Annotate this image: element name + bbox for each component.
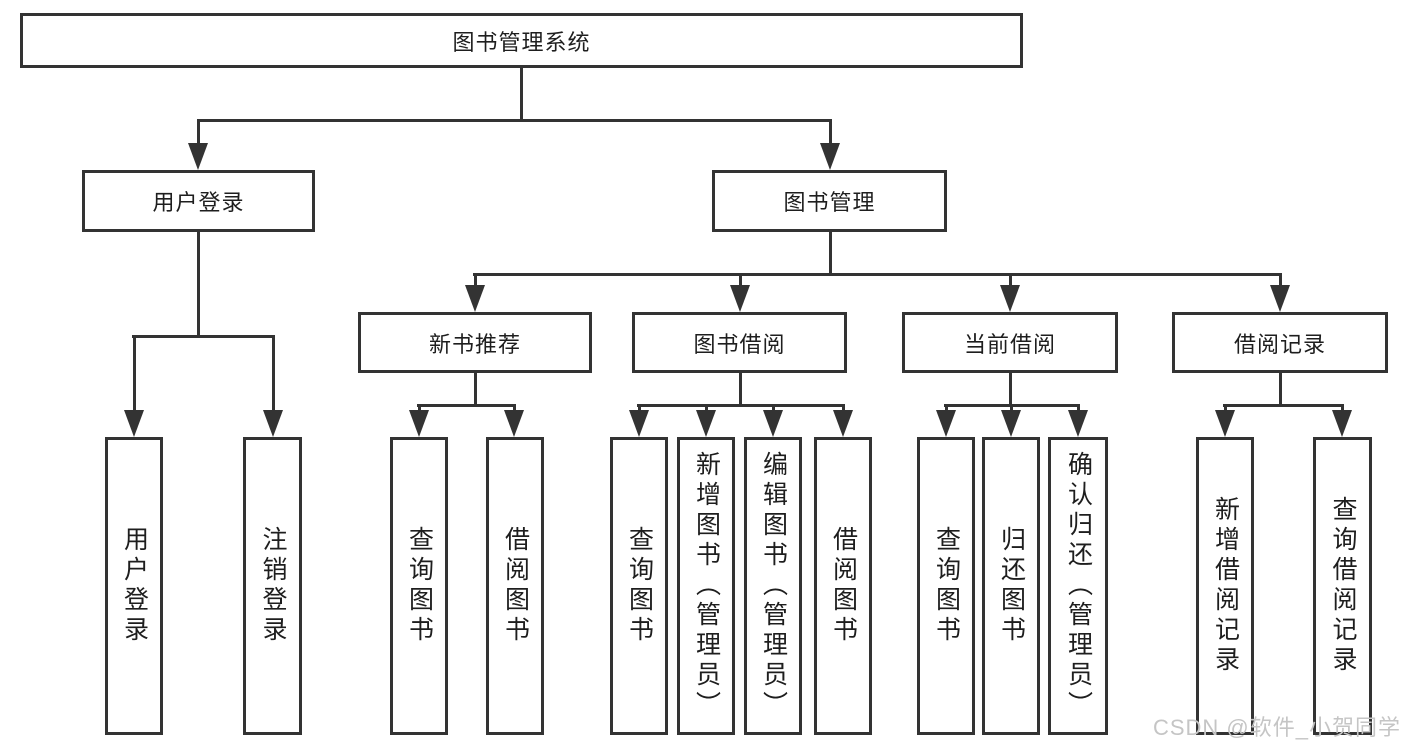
leaf-label: 查询借阅记录 xyxy=(1329,496,1357,676)
node-book-borrowing: 图书借阅 xyxy=(632,312,847,373)
connector-hline xyxy=(132,335,275,338)
leaf-label: 用户登录 xyxy=(120,526,149,646)
arrow-down-icon xyxy=(124,410,144,437)
arrow-down-icon xyxy=(1068,410,1088,437)
connector-hline xyxy=(417,404,516,407)
leaf-label: 注销登录 xyxy=(259,526,287,646)
arrow-down-icon xyxy=(696,410,716,437)
leaf-borrow-add-books-admin: 新增图书（管理员） xyxy=(677,437,735,735)
leaf-label: 查询图书 xyxy=(932,526,961,646)
connector-vline xyxy=(197,119,200,148)
leaf-label: 归还图书 xyxy=(997,526,1026,646)
leaf-newbook-borrow-books: 借阅图书 xyxy=(486,437,544,735)
connector-hline xyxy=(473,273,1282,276)
leaf-borrow-edit-books-admin: 编辑图书（管理员） xyxy=(744,437,802,735)
node-current-borrowing: 当前借阅 xyxy=(902,312,1118,373)
leaf-logout: 注销登录 xyxy=(243,437,302,735)
arrow-down-icon xyxy=(820,143,840,170)
leaf-current-return-books: 归还图书 xyxy=(982,437,1040,735)
leaf-borrow-query-books: 查询图书 xyxy=(610,437,668,735)
arrow-down-icon xyxy=(409,410,429,437)
connector-vline xyxy=(474,373,477,407)
arrow-down-icon xyxy=(1270,285,1290,312)
arrow-down-icon xyxy=(188,143,208,170)
node-system-root: 图书管理系统 xyxy=(20,13,1023,68)
connector-hline xyxy=(1223,404,1344,407)
arrow-down-icon xyxy=(263,410,283,437)
leaf-label: 新增图书（管理员） xyxy=(692,451,721,721)
leaf-label: 确认归还（管理员） xyxy=(1064,451,1093,721)
leaf-newbook-query-books: 查询图书 xyxy=(390,437,448,735)
connector-vline xyxy=(1279,273,1282,292)
connector-vline xyxy=(829,232,832,276)
leaf-records-query-record: 查询借阅记录 xyxy=(1313,437,1372,735)
connector-hline xyxy=(637,404,845,407)
leaf-label: 新增借阅记录 xyxy=(1211,496,1240,676)
arrow-down-icon xyxy=(730,285,750,312)
connector-vline xyxy=(739,373,742,407)
leaf-records-add-record: 新增借阅记录 xyxy=(1196,437,1254,735)
arrow-down-icon xyxy=(629,410,649,437)
leaf-label: 借阅图书 xyxy=(829,526,858,646)
connector-vline xyxy=(829,119,832,148)
node-book-management: 图书管理 xyxy=(712,170,947,232)
arrow-down-icon xyxy=(1215,410,1235,437)
connector-vline xyxy=(133,335,136,415)
connector-vline xyxy=(520,68,523,119)
leaf-label: 编辑图书（管理员） xyxy=(759,451,788,721)
connector-vline xyxy=(474,273,477,292)
leaf-current-query-books: 查询图书 xyxy=(917,437,975,735)
connector-vline xyxy=(1009,373,1012,407)
leaf-label: 查询图书 xyxy=(405,526,434,646)
leaf-borrow-borrow-books: 借阅图书 xyxy=(814,437,872,735)
leaf-user-login: 用户登录 xyxy=(105,437,163,735)
connector-vline xyxy=(1009,273,1012,292)
arrow-down-icon xyxy=(465,285,485,312)
arrow-down-icon xyxy=(763,410,783,437)
arrow-down-icon xyxy=(936,410,956,437)
connector-hline xyxy=(197,119,832,122)
connector-vline xyxy=(739,273,742,292)
leaf-label: 借阅图书 xyxy=(501,526,530,646)
leaf-current-confirm-return-admin: 确认归还（管理员） xyxy=(1048,437,1108,735)
node-borrow-records: 借阅记录 xyxy=(1172,312,1388,373)
node-new-book-recommend: 新书推荐 xyxy=(358,312,592,373)
leaf-label: 查询图书 xyxy=(625,526,654,646)
arrow-down-icon xyxy=(1001,410,1021,437)
node-user-login: 用户登录 xyxy=(82,170,315,232)
arrow-down-icon xyxy=(1332,410,1352,437)
connector-vline xyxy=(197,232,200,338)
arrow-down-icon xyxy=(504,410,524,437)
connector-vline xyxy=(1279,373,1282,407)
arrow-down-icon xyxy=(1000,285,1020,312)
connector-vline xyxy=(272,335,275,415)
arrow-down-icon xyxy=(833,410,853,437)
